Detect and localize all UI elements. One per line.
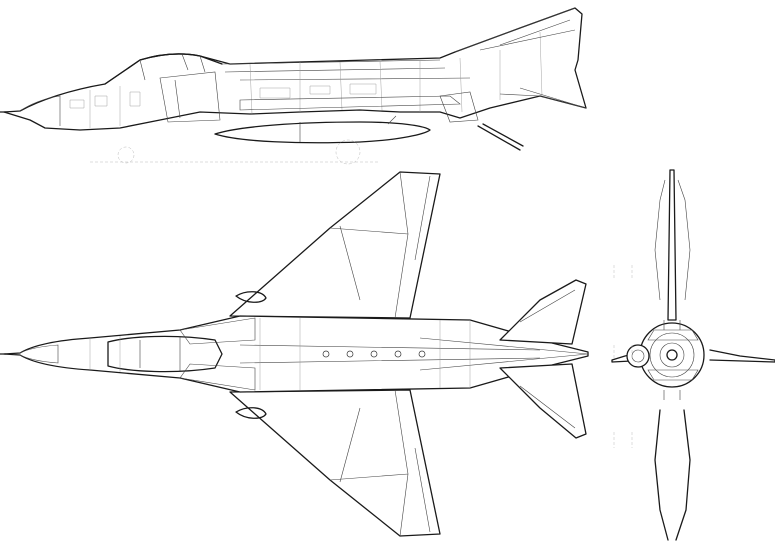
top-stabilator-upper (499, 279, 587, 345)
top-wing-upper (229, 171, 441, 319)
top-view (0, 171, 589, 537)
side-view (0, 7, 587, 165)
top-stabilator-lower (499, 363, 587, 439)
front-wing-right (709, 349, 775, 363)
front-tail-fin (667, 169, 677, 321)
top-canopy (107, 335, 223, 373)
top-spine-rivets (322, 350, 426, 358)
side-fuselage (3, 7, 587, 131)
front-intake-left (626, 344, 650, 368)
top-fuselage (3, 315, 589, 393)
front-view (611, 169, 775, 541)
top-wing-lower (229, 389, 441, 537)
side-canopy (104, 53, 223, 85)
side-tail-fin (454, 7, 576, 53)
side-drop-tank (214, 121, 431, 144)
